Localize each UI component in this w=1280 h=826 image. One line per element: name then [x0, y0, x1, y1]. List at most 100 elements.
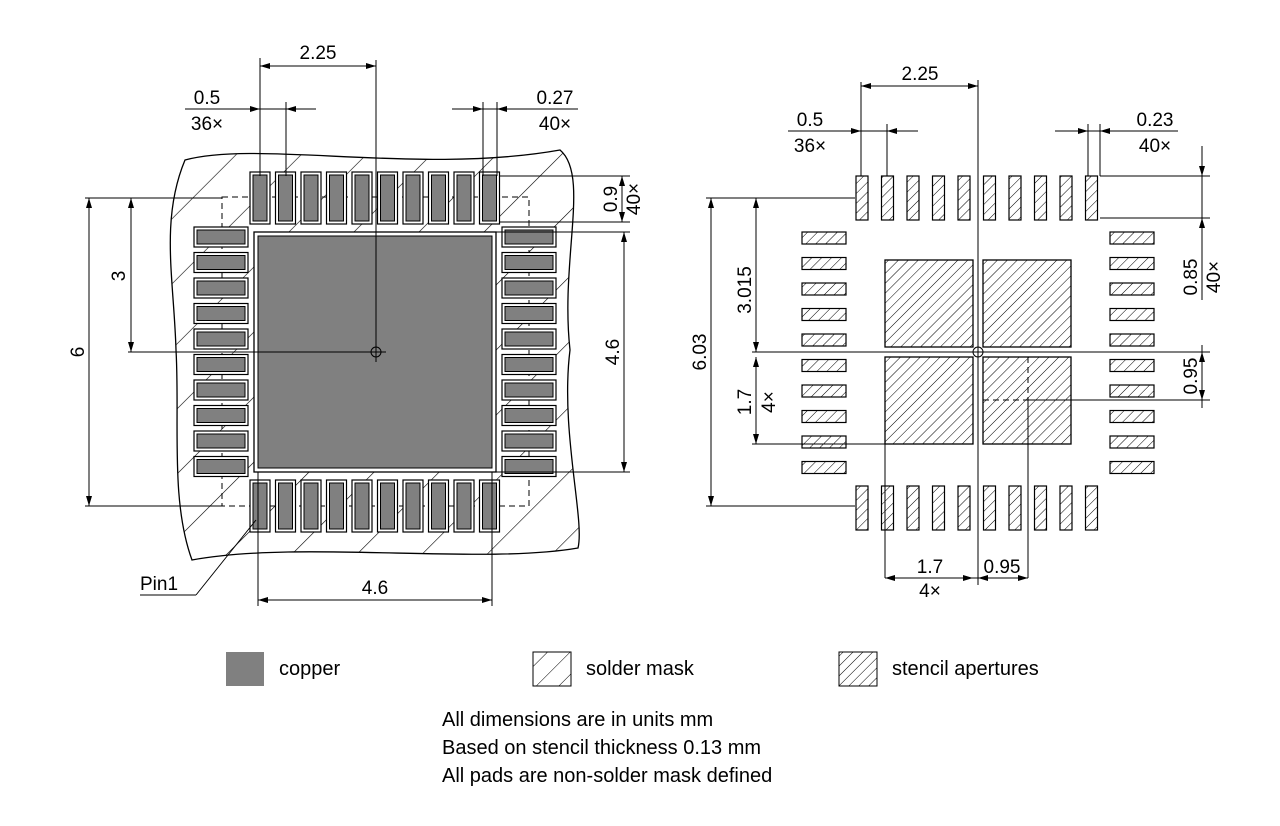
copper-pad [329, 174, 344, 222]
copper-pad [196, 331, 246, 347]
stencil-pad [957, 485, 971, 531]
r-dim-pitch-label: 0.5 [797, 110, 823, 131]
stencil-pad [801, 384, 847, 398]
stencil-pad [801, 435, 847, 449]
stencil-pad [1109, 231, 1155, 245]
stencil-pad [1109, 307, 1155, 322]
pin1-label: Pin1 [140, 574, 178, 595]
copper-pad [504, 459, 554, 474]
stencil-aperture-bl [884, 356, 974, 445]
stencil-aperture-tr [982, 259, 1072, 348]
legend-copper-label: copper [279, 658, 340, 680]
copper-pad [504, 331, 554, 347]
stencil-pad [1109, 256, 1155, 271]
copper-pad [278, 482, 293, 530]
r-dim-pitch-count: 36× [794, 136, 826, 157]
right-pads [801, 175, 1155, 531]
stencil-pad [1109, 409, 1155, 424]
copper-pad [354, 174, 370, 222]
stencil-pad [1008, 175, 1022, 221]
stencil-pad [801, 409, 847, 424]
copper-pad [504, 255, 554, 270]
r-dim-half-label: 3.015 [735, 266, 756, 314]
r-dim-pad-w-label: 0.23 [1137, 110, 1174, 131]
copper-pad [504, 357, 554, 372]
stencil-pad [880, 175, 895, 221]
copper-pad [196, 433, 246, 449]
stencil-pad [1109, 435, 1155, 449]
r-dim-pad-len-label: 0.85 [1181, 259, 1202, 296]
legend-solder-mask-label: solder mask [586, 658, 695, 680]
stencil-pad [1033, 485, 1048, 531]
copper-pad [456, 482, 472, 530]
copper-pad [431, 482, 446, 530]
dim-top-label: 2.25 [300, 43, 337, 64]
copper-pad [380, 174, 395, 222]
r-dim-pad-w-count: 40× [1139, 136, 1171, 157]
dim-ep-h-label: 4.6 [362, 578, 388, 599]
stencil-pad [931, 175, 946, 221]
note-line: All dimensions are in units mm [442, 709, 713, 731]
stencil-pad [1109, 358, 1155, 373]
stencil-pad [1008, 485, 1022, 531]
copper-pad [354, 482, 370, 530]
stencil-pad [801, 358, 847, 373]
r-dim-top-label: 2.25 [902, 64, 939, 85]
stencil-pad [801, 256, 847, 271]
stencil-pad [982, 485, 997, 531]
copper-pad [196, 229, 246, 245]
copper-pad [252, 482, 268, 530]
stencil-pad [1059, 175, 1073, 221]
copper-pad [196, 408, 246, 423]
legend-solder-mask-swatch [532, 651, 572, 687]
copper-pad [504, 229, 554, 245]
dim-pitch-label: 0.5 [194, 88, 220, 109]
copper-pad [482, 482, 497, 530]
dim-pad-w-label: 0.27 [537, 88, 574, 109]
copper-pad [196, 255, 246, 270]
copper-pad [196, 459, 246, 474]
copper-pad [278, 174, 293, 222]
left-view: 2.25 0.5 36× 0.27 40× 0.9 40× 3 [68, 43, 645, 606]
copper-pad [405, 482, 421, 530]
stencil-pad [906, 485, 920, 531]
r-dim-ap-v-count: 4× [759, 391, 780, 413]
copper-pad [504, 433, 554, 449]
copper-pad [196, 357, 246, 372]
copper-pad [196, 306, 246, 321]
copper-pad [504, 306, 554, 321]
stencil-pad [855, 485, 869, 531]
stencil-pad [801, 282, 847, 296]
r-dim-full-label: 6.03 [690, 334, 711, 371]
r-dim-ap-h-label: 1.7 [917, 557, 943, 578]
stencil-pad [801, 231, 847, 245]
dim-half-label: 3 [109, 271, 130, 282]
legend: copper solder mask stencil apertures [226, 651, 1039, 687]
notes: All dimensions are in units mm Based on … [442, 709, 772, 787]
dim-full-label: 6 [68, 347, 89, 358]
note-line: All pads are non-solder mask defined [442, 765, 772, 787]
note-line: Based on stencil thickness 0.13 mm [442, 737, 761, 759]
stencil-pad [1059, 485, 1073, 531]
copper-pad [252, 174, 268, 222]
copper-pad [504, 280, 554, 296]
stencil-pad [906, 175, 920, 221]
stencil-pad [1109, 333, 1155, 347]
stencil-pad [880, 485, 895, 531]
copper-pad [504, 382, 554, 398]
copper-pad [380, 482, 395, 530]
r-dim-gap-h-label: 0.95 [984, 557, 1021, 578]
stencil-pad [1109, 460, 1155, 475]
copper-pad [196, 280, 246, 296]
copper-pad [456, 174, 472, 222]
stencil-pad [1033, 175, 1048, 221]
r-dim-ap-v-label: 1.7 [735, 389, 756, 415]
stencil-pad [931, 485, 946, 531]
legend-stencil-swatch [838, 651, 878, 687]
copper-pad [482, 174, 497, 222]
stencil-pad [801, 333, 847, 347]
stencil-pad [1084, 485, 1099, 531]
copper-pad [405, 174, 421, 222]
legend-copper-swatch [226, 652, 264, 686]
